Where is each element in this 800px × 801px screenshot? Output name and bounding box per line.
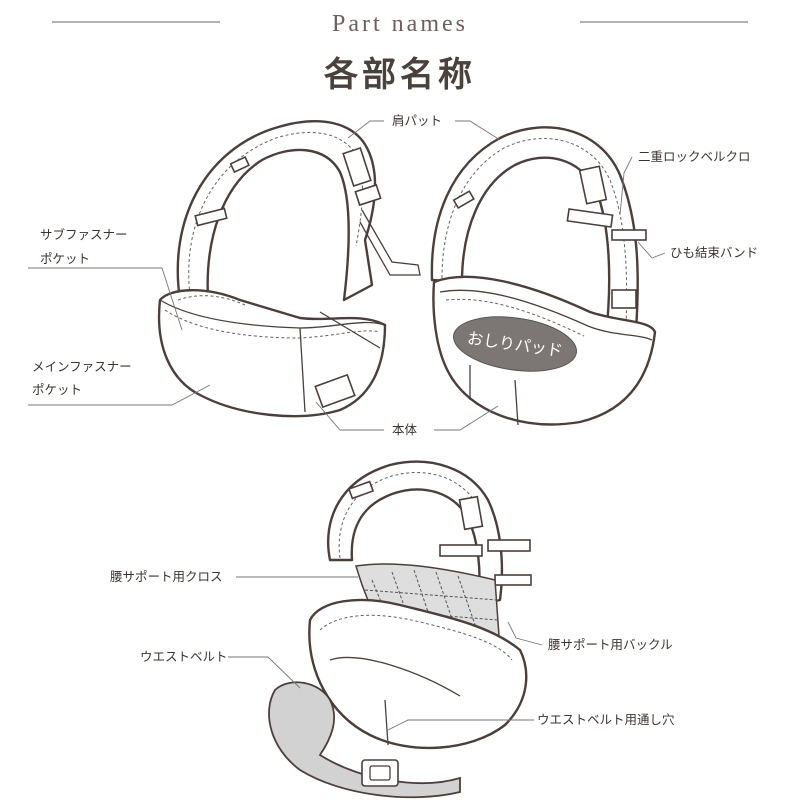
label-sub-fastener-pocket-line1: サブファスナー	[40, 227, 128, 242]
label-waist-belt-loop-hole: ウエストベルト用通し穴	[537, 712, 675, 727]
title-english: Part names	[332, 11, 468, 37]
label-sub-fastener-pocket-line2: ポケット	[40, 251, 90, 266]
title-japanese: 各部名称	[324, 55, 476, 95]
label-waist-support-buckle: 腰サポート用バックル	[548, 637, 673, 652]
label-main-fastener-pocket-line1: メインファスナー	[32, 359, 132, 374]
label-waist-support-cloth: 腰サポート用クロス	[110, 569, 223, 584]
leader-lines	[28, 120, 666, 731]
label-shoulder-pad: 肩パット	[392, 113, 442, 128]
bag-front-view	[157, 120, 421, 418]
label-main-fastener-pocket-line2: ポケット	[32, 382, 82, 397]
label-body: 本体	[392, 422, 418, 437]
label-waist-belt: ウエストベルト	[140, 649, 228, 664]
label-double-lock-belt-cloth: 二重ロックベルクロ	[638, 149, 751, 164]
bag-back-view: おしりパッド	[430, 126, 657, 426]
bag-open-view	[268, 460, 532, 799]
label-cord-binding-band: ひも結束バンド	[670, 245, 758, 260]
